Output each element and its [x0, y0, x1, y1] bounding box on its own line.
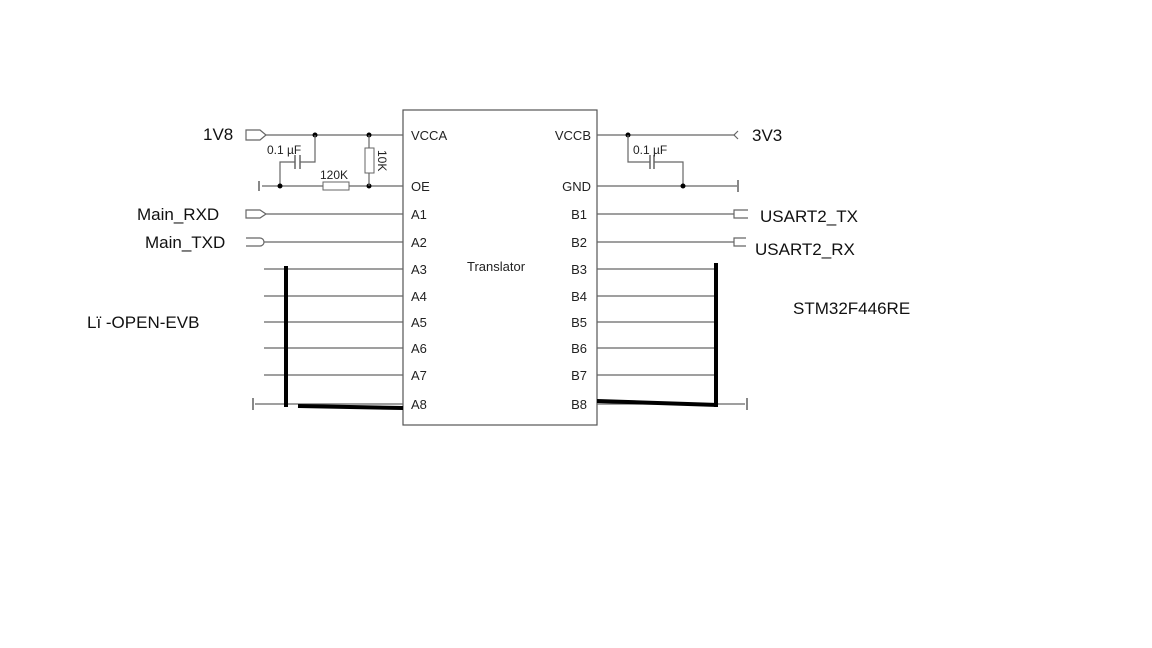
right-unused-wires — [597, 268, 748, 410]
connector-3v3-icon — [733, 130, 739, 140]
usart2-rx-label: USART2_RX — [755, 240, 855, 259]
wire-cap-right — [627, 135, 684, 186]
supply-1v8-label: 1V8 — [203, 125, 233, 144]
pin-a8: A8 — [411, 397, 427, 412]
pin-a3: A3 — [411, 262, 427, 277]
connector-1v8-icon — [245, 129, 267, 141]
resistor-10k-label: 10K — [375, 150, 389, 171]
pin-b5: B5 — [571, 315, 587, 330]
pin-gnd: GND — [562, 179, 591, 194]
pin-a1: A1 — [411, 207, 427, 222]
resistor-10k-icon — [364, 147, 375, 174]
usart2-tx-label: USART2_TX — [760, 207, 858, 226]
pin-vcca: VCCA — [411, 128, 447, 143]
cap-right-label: 0.1 µF — [633, 143, 667, 157]
supply-3v3-label: 3V3 — [752, 126, 782, 145]
wire-cap-left — [279, 135, 316, 186]
pin-b3: B3 — [571, 262, 587, 277]
pin-b2: B2 — [571, 235, 587, 250]
pin-vccb: VCCB — [555, 128, 591, 143]
pin-b6: B6 — [571, 341, 587, 356]
capacitor-right-icon — [649, 155, 655, 169]
connector-rx-icon — [733, 237, 746, 247]
pin-b8: B8 — [571, 397, 587, 412]
connector-rxd-icon — [245, 209, 268, 219]
main-txd-label: Main_TXD — [145, 233, 225, 252]
connector-tx-icon — [733, 209, 748, 219]
junction — [277, 183, 283, 189]
left-pin-labels: VCCA OE A1 A2 A3 A4 A5 A6 A7 A8 — [411, 128, 447, 412]
left-board-label: Lï -OPEN-EVB — [87, 313, 199, 332]
cap-left-label: 0.1 µF — [267, 143, 301, 157]
pin-a5: A5 — [411, 315, 427, 330]
pin-b7: B7 — [571, 368, 587, 383]
pin-a2: A2 — [411, 235, 427, 250]
right-board-label: STM32F446RE — [793, 299, 910, 318]
pin-a7: A7 — [411, 368, 427, 383]
pin-a4: A4 — [411, 289, 427, 304]
connector-txd-icon — [246, 237, 265, 247]
chip-name: Translator — [467, 259, 526, 274]
translator-chip — [402, 109, 598, 426]
right-tie-line — [596, 263, 719, 407]
capacitor-left-icon — [294, 155, 301, 169]
left-unused-wires — [252, 268, 403, 410]
left-tie-line — [284, 266, 404, 410]
main-rxd-label: Main_RXD — [137, 205, 219, 224]
pin-oe: OE — [411, 179, 430, 194]
junction — [680, 183, 686, 189]
pin-a6: A6 — [411, 341, 427, 356]
pin-b1: B1 — [571, 207, 587, 222]
right-pin-labels: VCCB GND B1 B2 B3 B4 B5 B6 B7 B8 — [555, 128, 591, 412]
resistor-120k-icon — [322, 181, 350, 191]
resistor-120k-label: 120K — [320, 168, 348, 182]
pin-b4: B4 — [571, 289, 587, 304]
